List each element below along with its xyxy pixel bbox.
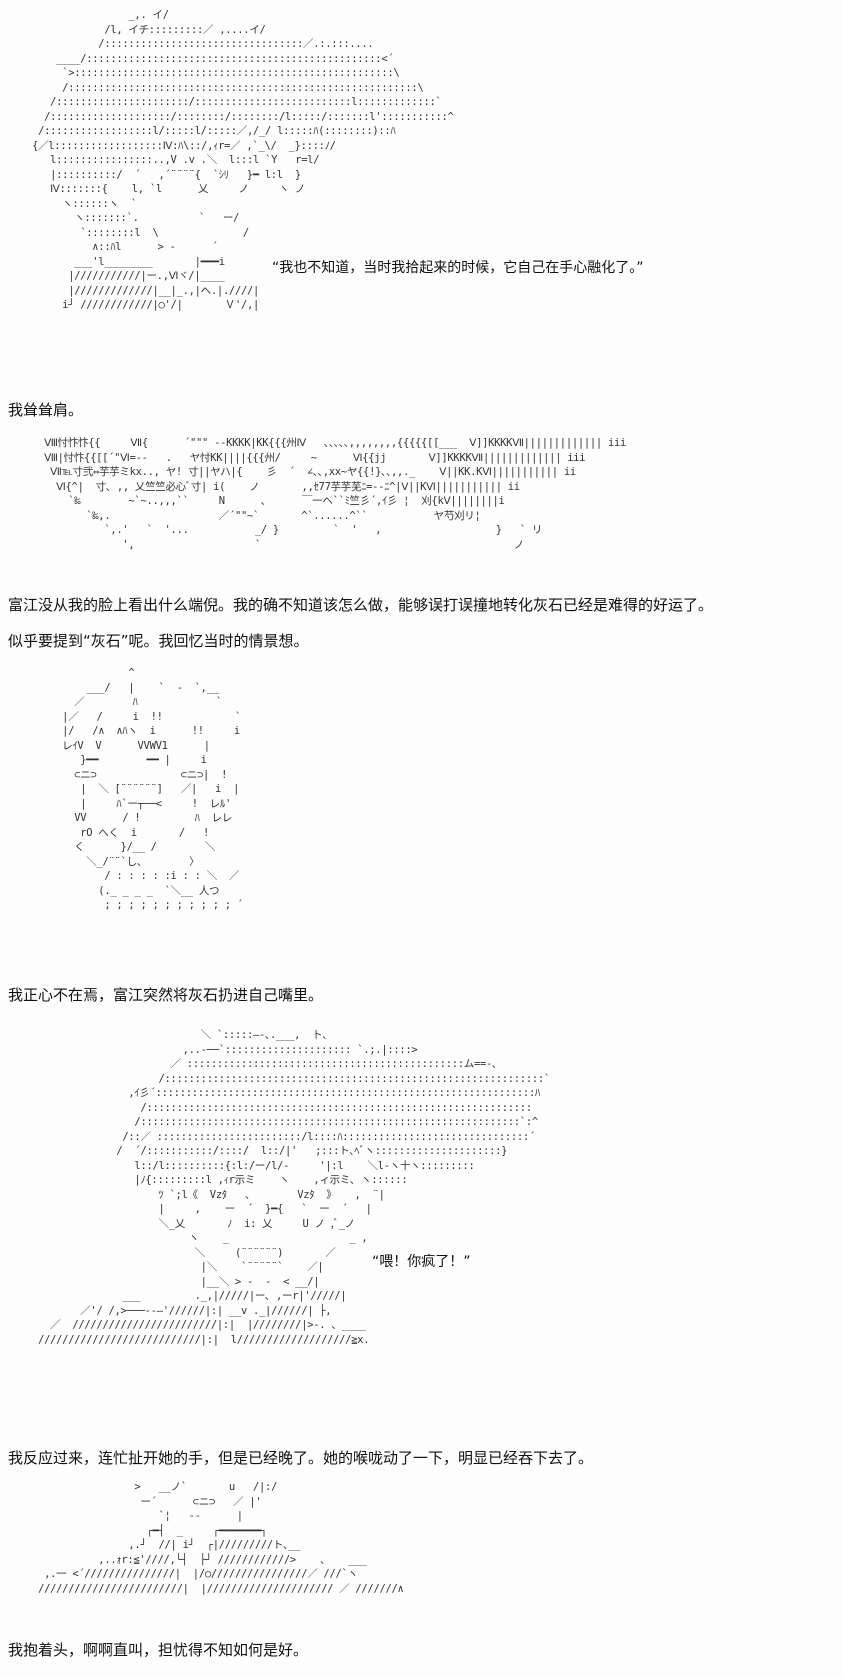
narration-line-5: 我反应过来，连忙扯开她的手，但是已经晚了。她的喉咙动了一下，明显已经吞下去了。 (8, 1449, 594, 1467)
narration-line-4: 我正心不在焉，富江突然将灰石扔进自己嘴里。 (8, 986, 324, 1004)
speech-bubble-2: “喂！你疯了！” (372, 1254, 471, 1270)
aa-art-panel-3: ^ ___/ | ` - `,__ ／ ﾊ ` |／ / i !! ` |/ /… (62, 667, 243, 911)
narration-line-1: 我耸耸肩。 (8, 401, 84, 419)
aa-art-panel-1: _,. イ/ /l, イチ:::::::::／ ,....イ/ /:::::::… (32, 9, 454, 311)
speech-bubble-1: “我也不知道，当时我拾起来的时候，它自己在手心融化了。” (272, 260, 644, 276)
narration-line-6: 我抱着头，啊啊直叫，担忧得不知如何是好。 (8, 1641, 309, 1659)
narration-line-3: 似乎要提到“灰石”呢。我回忆当时的情景想。 (8, 632, 309, 650)
aa-art-panel-5: > __ノ` u /|:/ ー´ ⊂ニ⊃ ／ |' `¦ -- | ┌━┤ _ … (38, 1481, 404, 1595)
aa-art-panel-4: ＼ `:::::―-､.___, ト､ ,..-──`:::::::::::::… (38, 1029, 550, 1346)
aa-art-panel-2: Ⅷ忖忭忭{{ Ⅶ{ ´""" --KKKK|KK{{{州Ⅳ ､､､､､,,,,,… (44, 437, 627, 551)
narration-line-2: 富江没从我的脸上看出什么端倪。我的确不知道该怎么做，能够误打误撞地转化灰石已经是… (8, 596, 714, 614)
